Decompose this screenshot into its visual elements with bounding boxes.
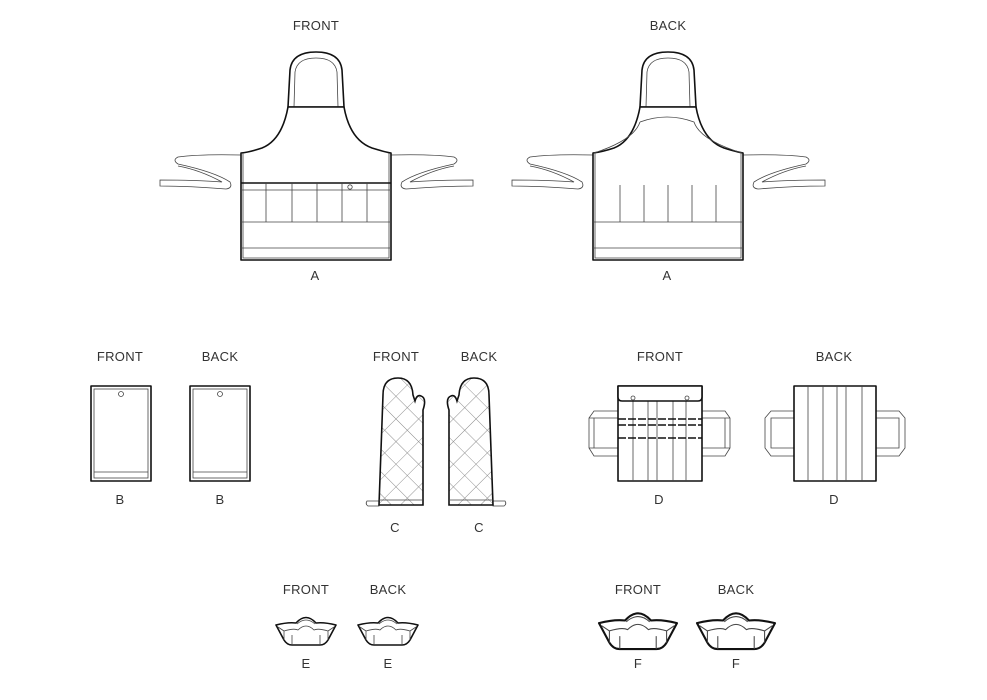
large-bowl-back-letter: F xyxy=(732,656,740,671)
caddy-front-letter: D xyxy=(654,492,664,507)
apron-back-drawing xyxy=(511,51,826,261)
mitt-front-drawing xyxy=(365,377,426,507)
apron-back-letter: A xyxy=(663,268,672,283)
towel-front-drawing xyxy=(90,385,152,482)
large-bowl-back-label: BACK xyxy=(718,582,755,597)
large-bowl-front-label: FRONT xyxy=(615,582,661,597)
mitt-front-label: FRONT xyxy=(373,349,419,364)
towel-back-label: BACK xyxy=(202,349,239,364)
towel-front-letter: B xyxy=(116,492,125,507)
large-bowl-front-letter: F xyxy=(634,656,642,671)
small-bowl-back-letter: E xyxy=(384,656,393,671)
apron-front-label: FRONT xyxy=(293,18,339,33)
mitt-back-label: BACK xyxy=(461,349,498,364)
small-bowl-back-label: BACK xyxy=(370,582,407,597)
mitt-back-letter: C xyxy=(474,520,484,535)
caddy-back-letter: D xyxy=(829,492,839,507)
towel-front-label: FRONT xyxy=(97,349,143,364)
apron-front-drawing xyxy=(159,51,474,261)
mitt-back-drawing xyxy=(446,377,507,507)
small-bowl-back-drawing xyxy=(357,616,419,646)
towel-back-drawing xyxy=(189,385,251,482)
small-bowl-front-label: FRONT xyxy=(283,582,329,597)
apron-back-label: BACK xyxy=(650,18,687,33)
caddy-front-drawing xyxy=(588,385,731,482)
caddy-back-label: BACK xyxy=(816,349,853,364)
caddy-front-label: FRONT xyxy=(637,349,683,364)
caddy-back-drawing xyxy=(764,385,906,482)
apron-front-letter: A xyxy=(311,268,320,283)
large-bowl-back-drawing xyxy=(695,612,777,651)
small-bowl-front-drawing xyxy=(275,616,337,646)
large-bowl-front-drawing xyxy=(597,612,679,651)
small-bowl-front-letter: E xyxy=(302,656,311,671)
mitt-front-letter: C xyxy=(390,520,400,535)
towel-back-letter: B xyxy=(216,492,225,507)
